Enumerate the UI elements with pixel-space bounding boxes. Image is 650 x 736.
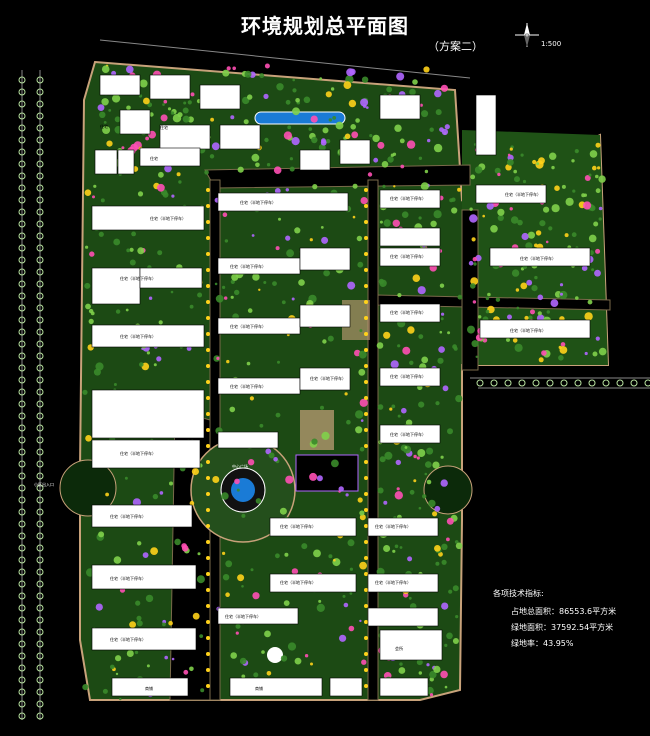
water-feature — [254, 111, 346, 125]
bldg-label: 住宅（半地下停车） — [280, 523, 316, 529]
bldg-label: 住宅（半地下停车） — [110, 636, 146, 642]
north-arrow-icon — [515, 23, 539, 47]
plaza-label: 中心广场 — [232, 463, 248, 469]
south-pavilion — [267, 647, 283, 663]
bldg-label: 住宅（半地下停车） — [375, 579, 411, 585]
bldg-label: 住宅（半地下停车） — [390, 309, 426, 315]
bldg-label: 住宅（半地下停车） — [505, 191, 541, 197]
bldg-label: 住宅（半地下停车） — [150, 215, 186, 221]
bldg-label: 住宅（半地下停车） — [240, 199, 276, 205]
roadside-tree-row — [18, 76, 650, 720]
bldg-label: 住宅（半地下停车） — [390, 431, 426, 437]
bldg-label: 住宅（半地下停车） — [375, 523, 411, 529]
bldg-label: 住宅（半地下停车） — [510, 327, 546, 333]
bldg-label: 住宅（半地下停车） — [110, 575, 146, 581]
green-ratio-indicator: 绿地率：43.95% — [511, 639, 574, 648]
bldg-label: 住宅（半地下停车） — [230, 323, 266, 329]
buildings — [91, 74, 591, 697]
building-labels: 住宅（半地下停车） 住宅（半地下停车） 住宅（半地下停车） 住宅（半地下停车） … — [100, 123, 556, 691]
bldg-label: 住宅 — [160, 124, 168, 130]
site-area-indicator: 占地总面积：86553.6平方米 — [511, 607, 617, 616]
east-gate-roundabout — [423, 465, 473, 515]
bldg-label: 会所 — [395, 645, 403, 651]
bldg-label: 住宅（半地下停车） — [390, 373, 426, 379]
bldg-label: 住宅（半地下停车） — [280, 579, 316, 585]
bldg-label: 住宅（半地下停车） — [120, 333, 156, 339]
bldg-label: 住宅（半地下停车） — [120, 275, 156, 281]
scale-label: 1:500 — [541, 40, 562, 48]
page-title: 环境规划总平面图 — [241, 14, 409, 38]
green-area-indicator: 绿地面积：37592.54平方米 — [511, 623, 614, 632]
bldg-label: 住宅（半地下停车） — [225, 613, 261, 619]
bldg-label: 住宅 — [100, 123, 108, 129]
bldg-label: 住宅（半地下停车） — [230, 383, 266, 389]
west-gate-roundabout — [59, 459, 117, 517]
bldg-label: 商铺 — [145, 685, 153, 691]
bldg-label: 住宅（半地下停车） — [390, 253, 426, 259]
bldg-label: 住宅 — [150, 155, 158, 161]
bldg-label: 商铺 — [255, 685, 263, 691]
bldg-label: 住宅（半地下停车） — [310, 375, 346, 381]
bldg-label: 住宅（半地下停车） — [390, 195, 426, 201]
bldg-label: 住宅（半地下停车） — [120, 450, 156, 456]
bldg-label: 住宅（半地下停车） — [520, 255, 556, 261]
tech-indicators-title: 各项技术指标: — [493, 589, 544, 598]
bldg-label: 住宅（半地下停车） — [230, 263, 266, 269]
page-subtitle: （方案二） — [428, 40, 483, 53]
bldg-label: 住宅（半地下停车） — [110, 513, 146, 519]
west-entrance-label: 小区出入口 — [34, 482, 54, 487]
